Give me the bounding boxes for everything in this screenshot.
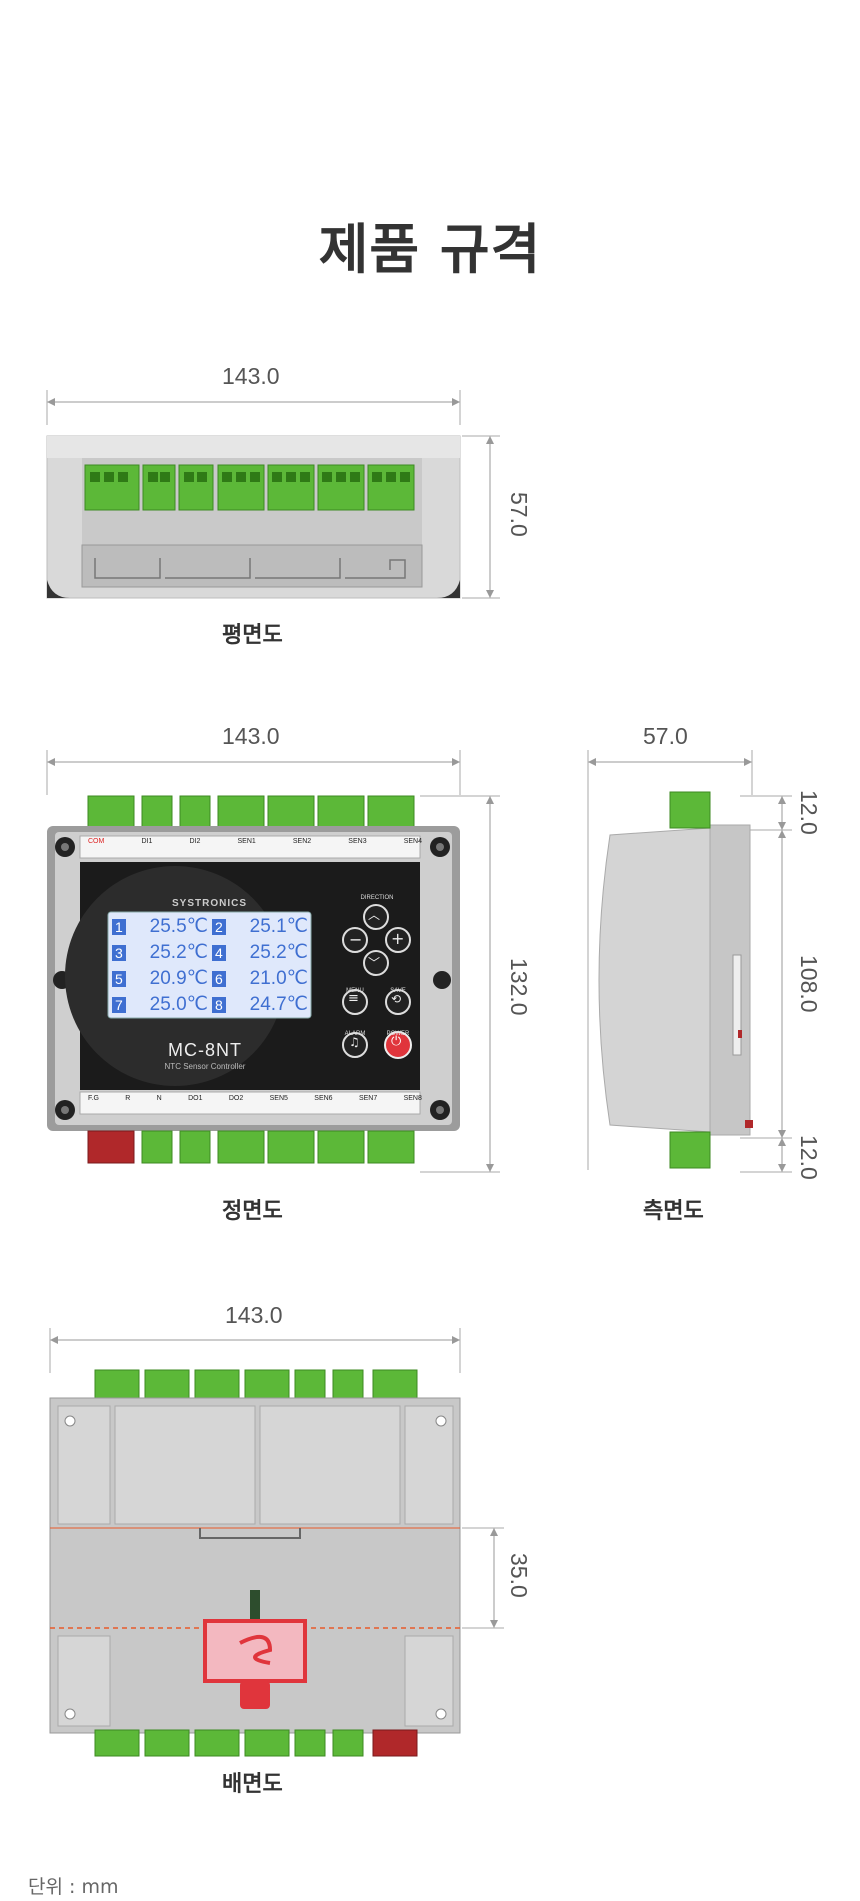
terminal-label: SEN4 (403, 838, 422, 845)
direction-label: DIRECTION (360, 895, 394, 901)
terminal-label: R (125, 1095, 131, 1102)
terminal-label: SEN1 (237, 838, 256, 845)
side-view-caption: 측면도 (643, 1199, 704, 1224)
front-view-caption: 정면도 (222, 1199, 283, 1224)
terminal-label: SEN2 (292, 838, 312, 845)
power-label: POWER (386, 1031, 410, 1037)
save-icon: ⟲ (391, 992, 402, 1006)
terminal-label: DI2 (189, 838, 201, 845)
plan-view-drawing (46, 390, 500, 599)
plan-terminal-blocks (84, 464, 415, 511)
rear-view-drawing (49, 1328, 504, 1757)
terminal-label: COM (88, 838, 105, 845)
terminal-label: SEN6 (314, 1095, 333, 1102)
plus-icon: + (391, 929, 405, 948)
terminal-label: SEN3 (348, 838, 367, 845)
side-view-drawing (587, 750, 792, 1173)
terminal-label: SEN5 (269, 1095, 288, 1102)
menu-icon: ≡ (348, 991, 359, 1006)
page-title: 제품 규격 (318, 218, 542, 281)
terminal-label: DO1 (188, 1095, 203, 1102)
rear-width-label: 143.0 (225, 1302, 283, 1328)
side-width-label: 57.0 (643, 723, 688, 749)
bell-icon: ♫ (349, 1035, 360, 1049)
power-icon: ⏻ (391, 1034, 402, 1049)
front-width-label: 143.0 (222, 723, 280, 749)
chevron-up-icon: ︿ (368, 908, 381, 922)
terminal-label: F.G (88, 1095, 99, 1102)
terminal-label: DO2 (228, 1095, 244, 1102)
chevron-down-icon: ﹀ (368, 956, 381, 970)
alarm-label: ALARM (344, 1031, 366, 1037)
plan-width-label: 143.0 (222, 363, 280, 389)
model-subtitle: NTC Sensor Controller (164, 1062, 246, 1071)
unit-note: 단위 : mm (28, 1876, 119, 1898)
front-view-drawing (46, 750, 500, 1173)
terminal-label: DI1 (141, 838, 153, 845)
menu-label: MENU (346, 988, 364, 994)
terminal-label: SEN8 (403, 1095, 422, 1102)
plan-view-caption: 평면도 (222, 623, 283, 648)
model-name: MC-8NT (168, 1040, 242, 1060)
terminal-label: N (156, 1095, 162, 1102)
rear-view-caption: 배면도 (222, 1772, 283, 1797)
minus-icon: − (349, 930, 363, 949)
brand-logo: SYSTRONICS (172, 898, 248, 909)
save-label: SAVE (390, 988, 406, 994)
terminal-label: SEN7 (358, 1095, 378, 1102)
